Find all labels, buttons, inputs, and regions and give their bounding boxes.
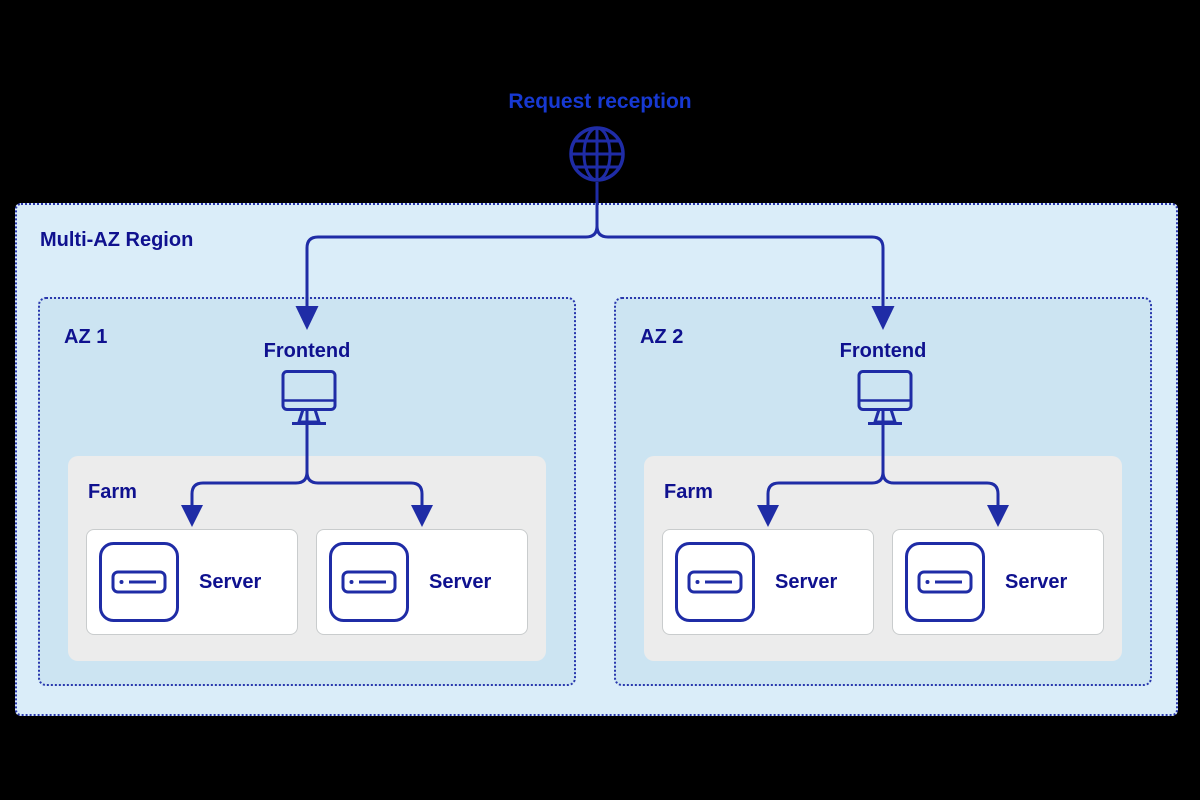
farm-label: Farm xyxy=(664,481,713,503)
diagram-title: Request reception xyxy=(508,90,692,113)
server-icon xyxy=(329,542,409,622)
server-icon xyxy=(675,542,755,622)
frontend-label: Frontend xyxy=(263,340,351,362)
server-label: Server xyxy=(429,571,492,593)
monitor-icon xyxy=(857,370,913,425)
globe-icon xyxy=(569,126,625,182)
az1-label: AZ 1 xyxy=(64,326,108,348)
region-label: Multi-AZ Region xyxy=(40,229,194,251)
az2-box: AZ 2 Frontend Farm Server xyxy=(614,297,1152,686)
server-card: Server xyxy=(662,529,874,635)
frontend-label: Frontend xyxy=(839,340,927,362)
server-label: Server xyxy=(1005,571,1068,593)
server-cards-row: Server Server xyxy=(662,529,1104,635)
server-card: Server xyxy=(316,529,528,635)
server-icon xyxy=(905,542,985,622)
server-label: Server xyxy=(775,571,838,593)
farm-label: Farm xyxy=(88,481,137,503)
server-label: Server xyxy=(199,571,262,593)
server-card: Server xyxy=(86,529,298,635)
farm-box: Farm Server Server xyxy=(68,456,546,661)
server-card: Server xyxy=(892,529,1104,635)
farm-box: Farm Server Server xyxy=(644,456,1122,661)
monitor-icon xyxy=(281,370,337,425)
server-icon xyxy=(99,542,179,622)
server-cards-row: Server Server xyxy=(86,529,528,635)
az2-label: AZ 2 xyxy=(640,326,684,348)
az1-box: AZ 1 Frontend Farm Server xyxy=(38,297,576,686)
